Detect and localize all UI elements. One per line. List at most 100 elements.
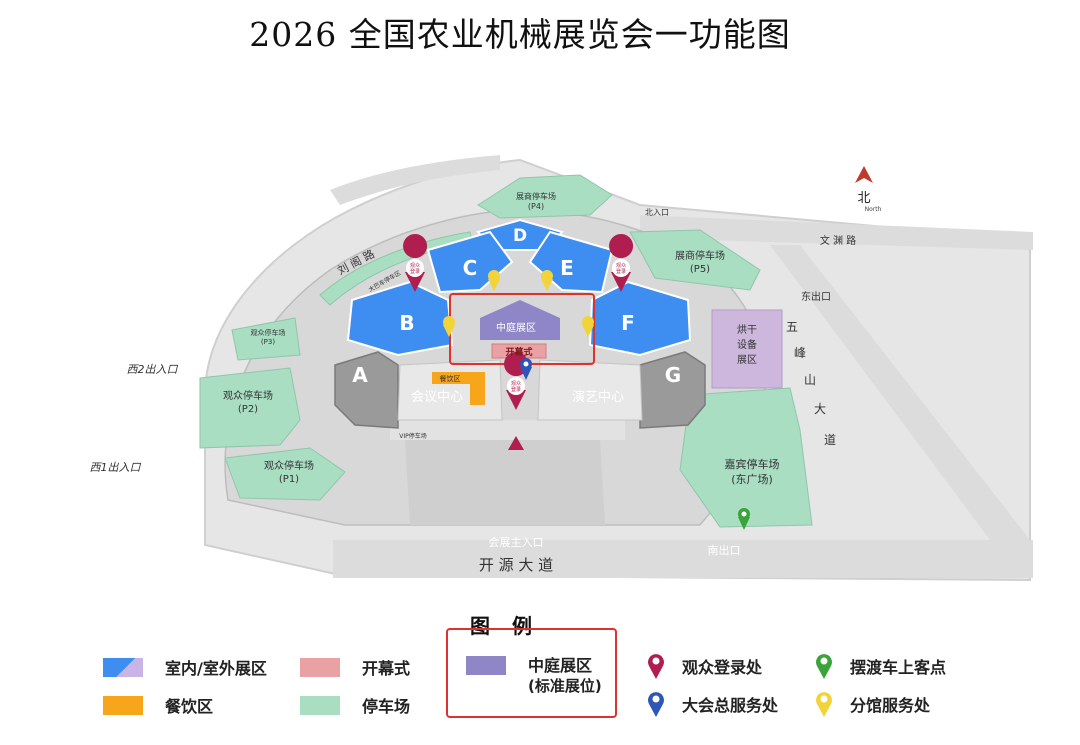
parking-p5 <box>629 229 761 291</box>
gate-east-label: 东出口 <box>801 290 831 303</box>
hall-f <box>588 280 692 357</box>
performance-center-block <box>537 359 643 421</box>
parking-p5-label: 展商停车场 <box>675 249 725 262</box>
legend-title: 图例 <box>470 614 554 638</box>
audience-reg-label: 观众 <box>511 381 521 387</box>
dryer-zone <box>711 309 783 389</box>
legend-item-parking: 停车场 <box>300 693 410 717</box>
dining-swatch <box>103 695 143 715</box>
audience-reg-label: 登录 <box>410 268 420 275</box>
hall-label-d: D <box>513 226 527 246</box>
legend-label: 室内/室外展区 <box>165 659 267 678</box>
hall-g <box>639 351 706 429</box>
hall-label-b: B <box>399 311 414 335</box>
road-wufeng-3: 山 <box>804 373 816 387</box>
legend-item-service: 大会总服务处 <box>646 690 778 718</box>
parking-p4 <box>477 174 613 219</box>
audience-reg-label: 登录 <box>511 386 521 393</box>
north-sub: North <box>865 206 882 213</box>
legend-item-shuttle: 摆渡车上客点 <box>814 652 946 680</box>
branch-service-pin-icon <box>443 270 594 337</box>
parking-p5-sub: (P5) <box>690 264 710 275</box>
legend-item-opening: 开幕式 <box>300 655 410 679</box>
road-wenyuan-label: 文 渊 路 <box>820 234 856 247</box>
hall-label-f: F <box>621 311 635 335</box>
atrium-roof <box>480 300 560 340</box>
legend-item-audience-reg: 观众登录处 <box>646 652 762 680</box>
road-liuge <box>330 155 500 205</box>
vip-parking-label: VIP停车场 <box>399 432 427 440</box>
performance-label: 演艺中心 <box>572 389 624 405</box>
service-desk-pin-icon <box>648 692 664 717</box>
legend-label: 餐饮区 <box>165 697 214 716</box>
parking-east <box>679 387 813 528</box>
parking-p2-label: 观众停车场 <box>223 389 273 402</box>
parking-p3-sub: (P3) <box>261 338 275 346</box>
legend-item-branch: 分馆服务处 <box>814 690 930 718</box>
audience-reg-label: 登录 <box>616 268 626 275</box>
legend-label: 观众登录处 <box>682 658 763 677</box>
road-kaiyuan <box>333 540 1033 578</box>
gate-north-label: 北入口 <box>645 208 669 217</box>
branch-service-pin-icon <box>816 692 832 717</box>
parking-p1 <box>224 447 346 501</box>
dryer-label-3: 展区 <box>737 354 757 366</box>
parking-p2 <box>199 367 301 449</box>
dining-area <box>432 372 485 405</box>
legend-label: 摆渡车上客点 <box>850 658 947 677</box>
parking-p3 <box>231 317 301 361</box>
exhibit-swatch <box>103 657 143 677</box>
opening-swatch <box>300 657 340 677</box>
shuttle-pin-icon <box>816 654 832 679</box>
hall-label-c: C <box>463 256 478 280</box>
parking-p1-sub: (P1) <box>279 474 299 485</box>
dryer-label-2: 设备 <box>737 338 757 351</box>
hall-a <box>334 351 399 429</box>
road-wenyuan <box>640 215 1033 250</box>
legend-item-atrium: 中庭展区 (标准展位) <box>466 655 602 697</box>
north-arrow-icon <box>855 166 873 183</box>
gate-south-label: 南出口 <box>708 543 741 557</box>
legend-item-dining: 餐饮区 <box>103 693 213 717</box>
atrium-label: 中庭展区 <box>496 321 536 334</box>
legend-label: 分馆服务处 <box>850 696 931 715</box>
hall-label-a: A <box>352 363 368 387</box>
main-gate-arrow <box>508 436 524 450</box>
central-plaza <box>405 440 605 525</box>
legend-label: 开幕式 <box>362 659 411 678</box>
hall-label-g: G <box>665 363 681 387</box>
parking-p2-sub: (P2) <box>238 404 258 415</box>
parking-east-label: 嘉宾停车场 <box>725 457 780 471</box>
road-wufeng-5: 道 <box>824 433 836 447</box>
legend-atrium-highlight <box>446 628 617 718</box>
road-wufeng <box>770 245 1030 540</box>
road-wufeng-4: 大 <box>814 402 826 416</box>
parking-p3-label: 观众停车场 <box>251 328 286 337</box>
audience-reg-label: 观众 <box>410 263 420 269</box>
page-title: 2026 全国农业机械展览会一功能图 <box>249 15 791 54</box>
legend-label: 停车场 <box>362 697 411 716</box>
parking-lots <box>199 174 813 528</box>
exhibition-halls <box>334 218 706 429</box>
parking-p4-sub: (P4) <box>528 202 544 211</box>
dining-label: 餐饮区 <box>440 374 461 383</box>
dryer-label-1: 烘干 <box>737 324 757 336</box>
parking-p1-label: 观众停车场 <box>264 459 314 472</box>
service-desk-pin-icon <box>520 358 532 380</box>
legend-item-exhibit: 室内/室外展区 <box>103 655 267 679</box>
audience-reg-pin-icon <box>609 234 634 292</box>
legend-label: 中庭展区 <box>528 656 593 675</box>
audience-reg-label: 观众 <box>616 263 626 269</box>
parking-swatch <box>300 695 340 715</box>
shuttle-pin-icon <box>738 508 750 530</box>
parking-east-sub: (东广场) <box>731 472 773 486</box>
opening-label: 开幕式 <box>505 346 532 358</box>
conference-label: 会议中心 <box>411 390 463 405</box>
gate-west2-label: 西2出入口 <box>127 363 179 376</box>
atrium-swatch <box>466 656 506 675</box>
main-walkway <box>390 420 625 440</box>
legend-sublabel: (标准展位) <box>528 677 602 695</box>
legend-label: 大会总服务处 <box>682 696 779 715</box>
audience-reg-pin-icon <box>648 654 664 679</box>
road-kaiyuan-label: 开 源 大 道 <box>479 556 553 574</box>
